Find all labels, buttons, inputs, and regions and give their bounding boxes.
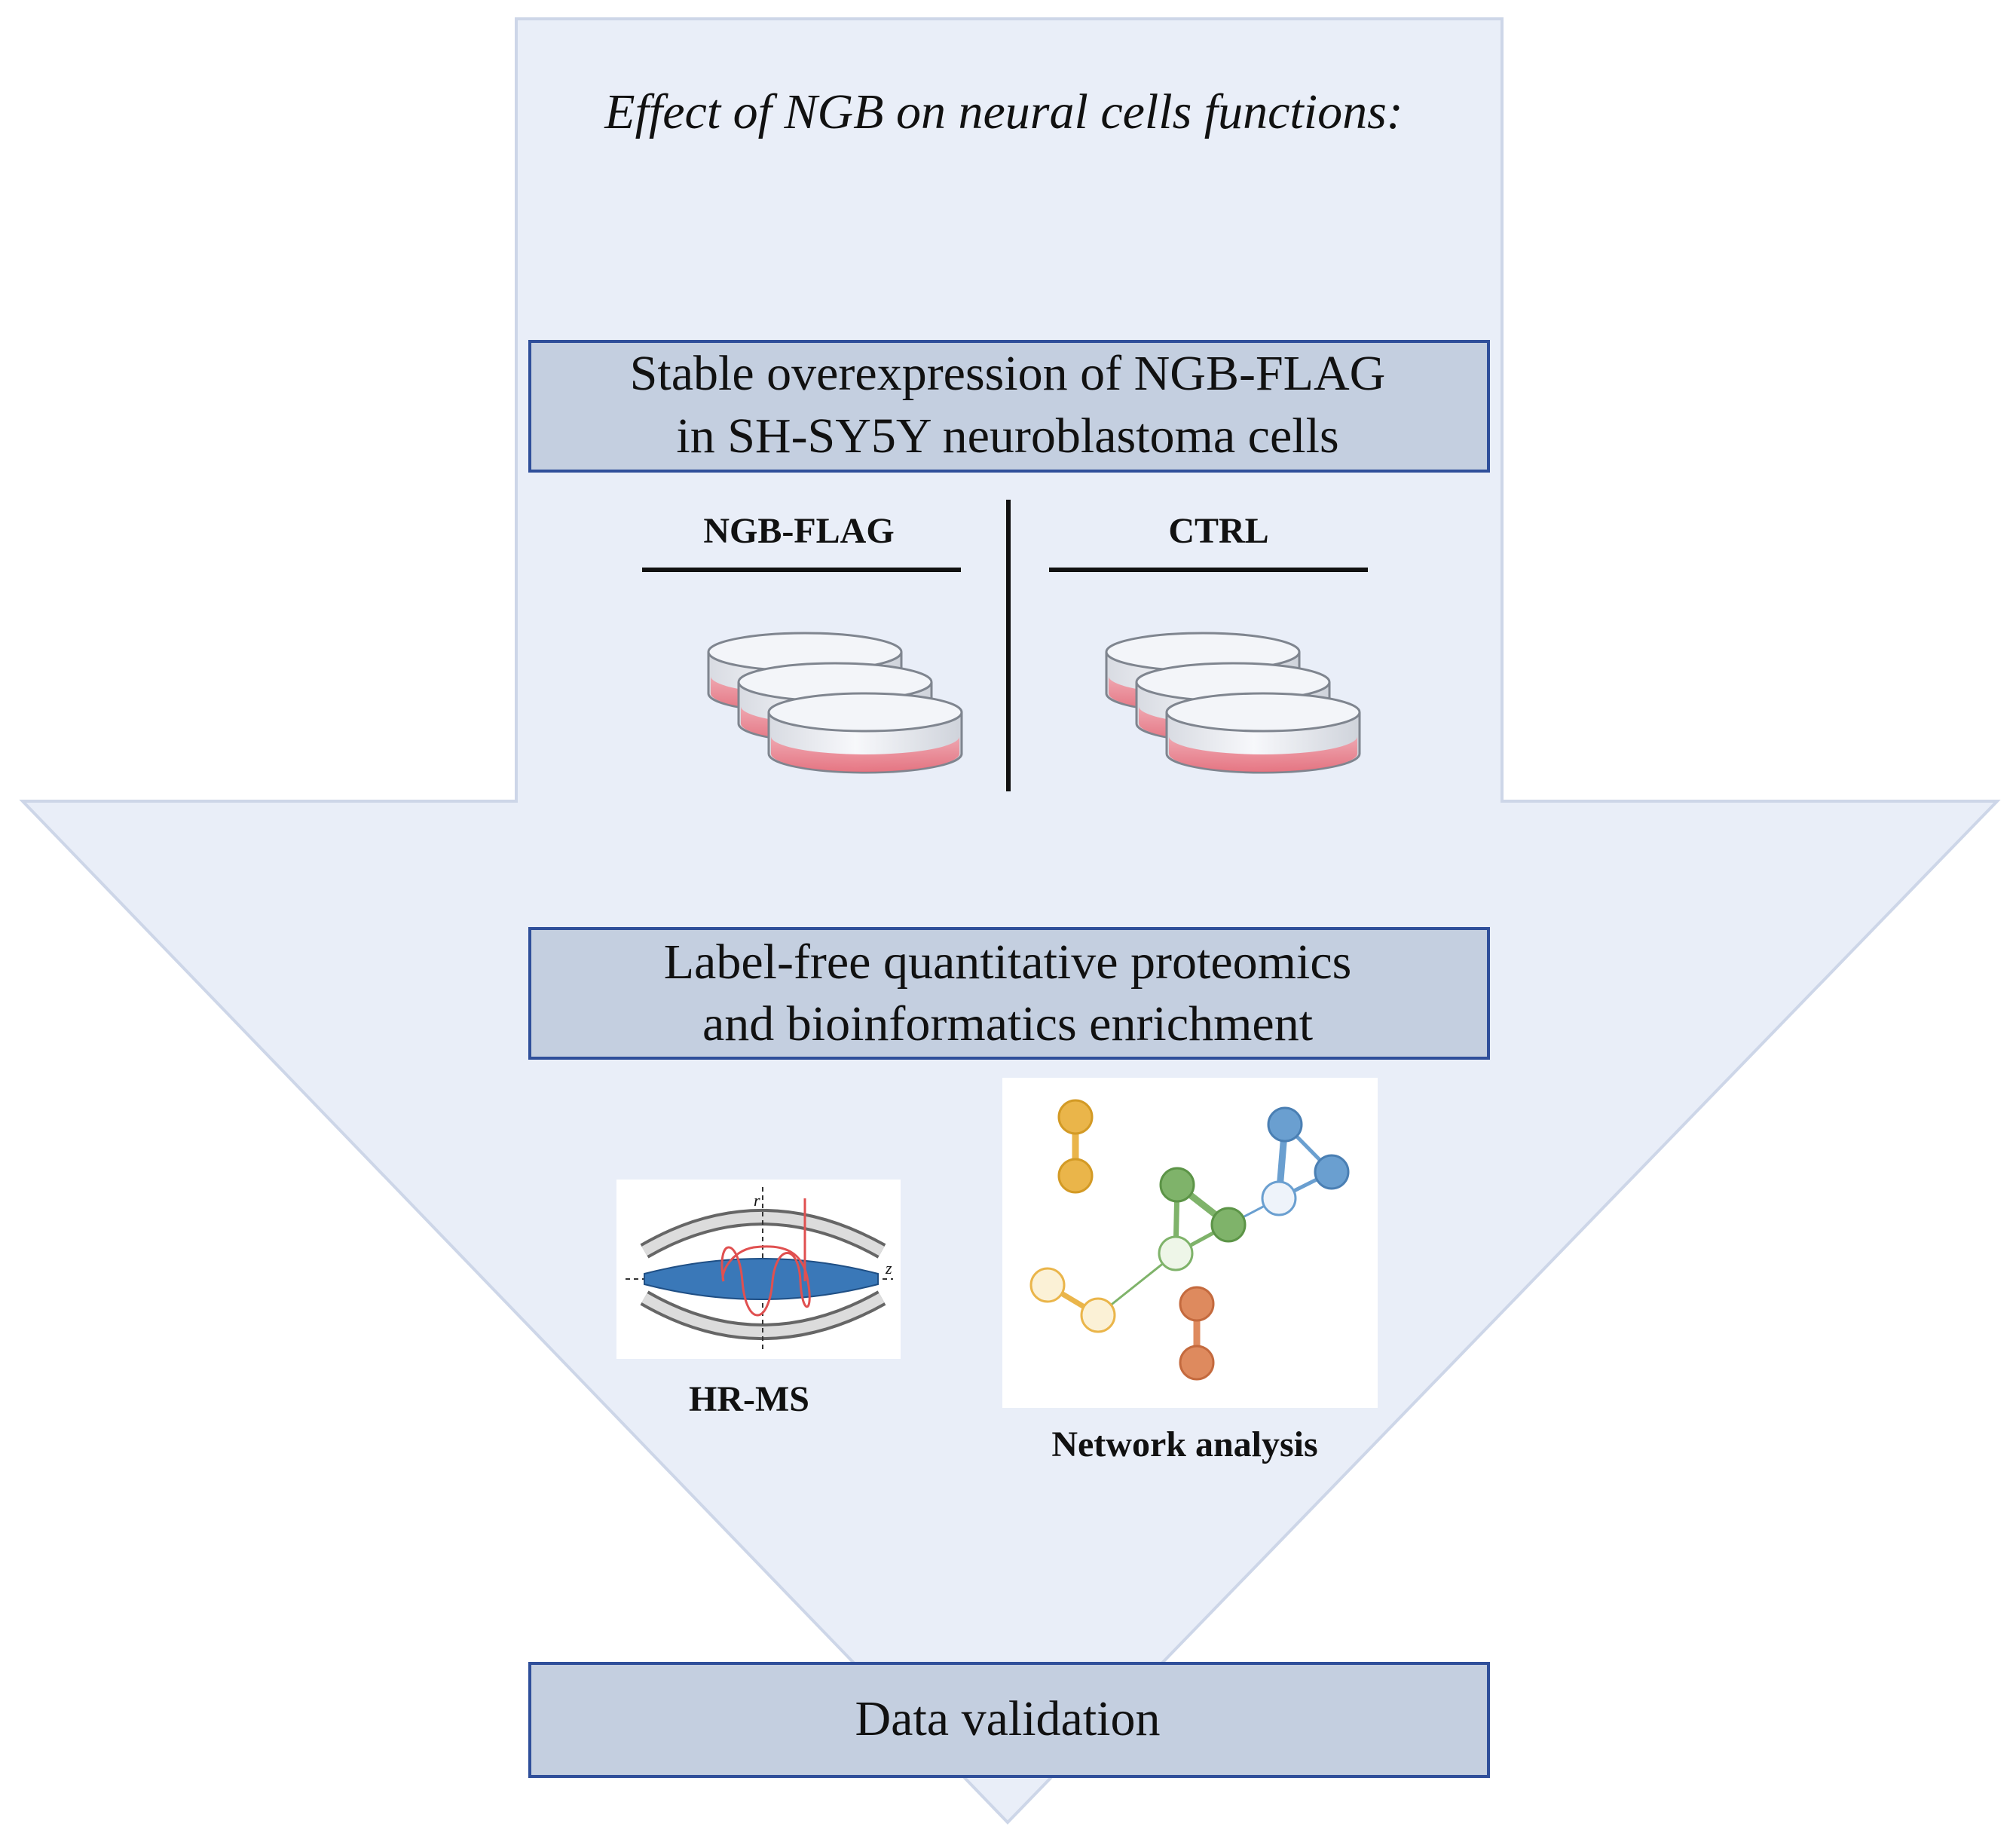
step-box-1: Stable overexpression of NGB-FLAG in SH-… (528, 340, 1490, 473)
network-node (1159, 1167, 1195, 1203)
culture-dishes-ctrl (1105, 632, 1361, 774)
step-2-line2: and bioinformatics enrichment (702, 996, 1313, 1051)
step-1-line1: Stable overexpression of NGB-FLAG (630, 346, 1386, 401)
group-label-ngb-flag: NGB-FLAG (703, 511, 894, 551)
network-node (1057, 1099, 1094, 1135)
step-2-line1: Label-free quantitative proteomics (664, 935, 1352, 990)
method-label-network-analysis: Network analysis (1051, 1424, 1317, 1464)
svg-text:z: z (885, 1259, 892, 1278)
network-node (1179, 1286, 1215, 1322)
network-icon (1002, 1078, 1378, 1408)
network-node (1057, 1158, 1094, 1194)
petri-dish-icon (1165, 692, 1361, 774)
diagram-title: Effect of NGB on neural cells functions: (604, 84, 1403, 139)
network-node (1080, 1297, 1116, 1333)
step-box-3: Data validation (528, 1662, 1490, 1778)
network-node (1261, 1180, 1297, 1216)
network-node (1029, 1267, 1066, 1303)
network-node (1314, 1154, 1350, 1190)
hr-ms-icon: r z (616, 1180, 901, 1359)
network-node (1210, 1207, 1247, 1243)
group-label-ctrl: CTRL (1168, 511, 1268, 551)
svg-text:r: r (754, 1191, 760, 1210)
culture-dishes-ngb-flag (707, 632, 963, 774)
method-label-hr-ms: HR-MS (689, 1379, 809, 1419)
step-3-line1: Data validation (855, 1691, 1160, 1746)
step-1-line2: in SH-SY5Y neuroblastoma cells (676, 408, 1338, 464)
network-node (1158, 1235, 1194, 1271)
network-node (1267, 1106, 1303, 1143)
network-node (1179, 1345, 1215, 1381)
petri-dish-icon (767, 692, 963, 774)
flow-arrow (19, 17, 2001, 1825)
step-box-2: Label-free quantitative proteomics and b… (528, 927, 1490, 1060)
